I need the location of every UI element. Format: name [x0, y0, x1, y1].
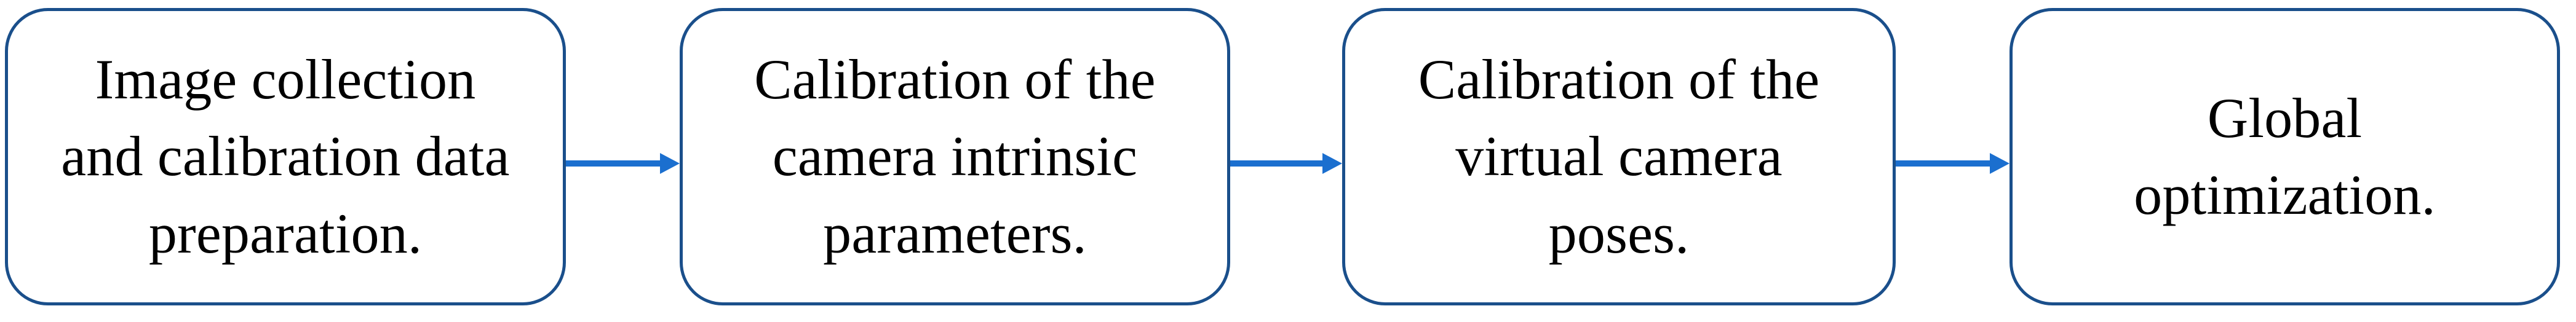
flow-node-step-3[interactable]: Calibration of the virtual camera poses. — [1342, 8, 1896, 305]
arrow-shaft — [1896, 160, 1990, 167]
flow-node-step-4[interactable]: Global optimization. — [2010, 8, 2560, 305]
flow-node-label: Global optimization. — [2134, 86, 2436, 226]
flow-arrow-step-1-to-step-2 — [566, 153, 680, 174]
arrow-head-icon — [1322, 153, 1342, 174]
flow-node-label: Calibration of the camera intrinsic para… — [754, 48, 1156, 265]
arrow-head-icon — [1990, 153, 2010, 174]
flow-arrow-step-3-to-step-4 — [1896, 153, 2010, 174]
flow-node-label: Calibration of the virtual camera poses. — [1418, 48, 1820, 265]
arrow-shaft — [566, 160, 660, 167]
flow-node-step-2[interactable]: Calibration of the camera intrinsic para… — [680, 8, 1230, 305]
flow-node-step-1[interactable]: Image collection and calibration data pr… — [5, 8, 566, 305]
arrow-shaft — [1230, 160, 1322, 167]
arrow-head-icon — [660, 153, 680, 174]
flow-arrow-step-2-to-step-3 — [1230, 153, 1342, 174]
flow-node-label: Image collection and calibration data pr… — [61, 48, 510, 265]
